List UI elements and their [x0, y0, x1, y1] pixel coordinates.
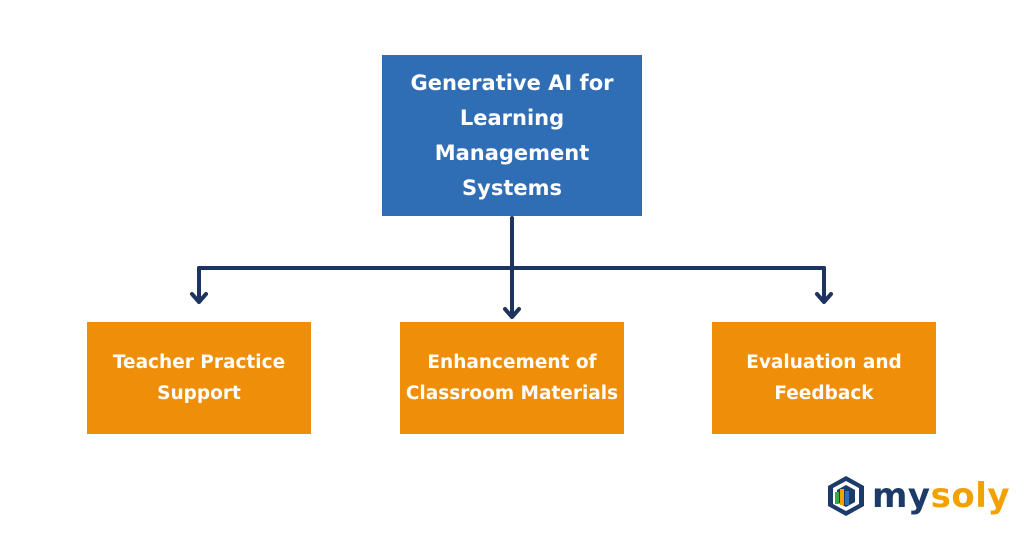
- arrowhead-left: [190, 292, 208, 304]
- arrowhead-right: [815, 292, 833, 304]
- mysoly-logo: mysoly: [826, 474, 1010, 518]
- root-node-label: Generative AI for Learning Management Sy…: [410, 70, 614, 200]
- logo-text-my: my: [872, 476, 931, 516]
- logo-wordmark: mysoly: [872, 476, 1010, 516]
- root-node: Generative AI for Learning Management Sy…: [382, 55, 642, 216]
- arrowhead-center: [503, 307, 521, 319]
- child-node-label: Enhancement of Classroom Materials: [405, 352, 619, 404]
- child-node-teacher-practice: Teacher Practice Support: [87, 322, 311, 434]
- child-node-evaluation-feedback: Evaluation and Feedback: [712, 322, 936, 434]
- child-node-label: Evaluation and Feedback: [746, 352, 902, 404]
- child-node-label: Teacher Practice Support: [112, 352, 286, 404]
- mysoly-logo-icon: [828, 476, 864, 516]
- child-node-classroom-materials: Enhancement of Classroom Materials: [400, 322, 624, 434]
- logo-text-soly: soly: [930, 476, 1011, 516]
